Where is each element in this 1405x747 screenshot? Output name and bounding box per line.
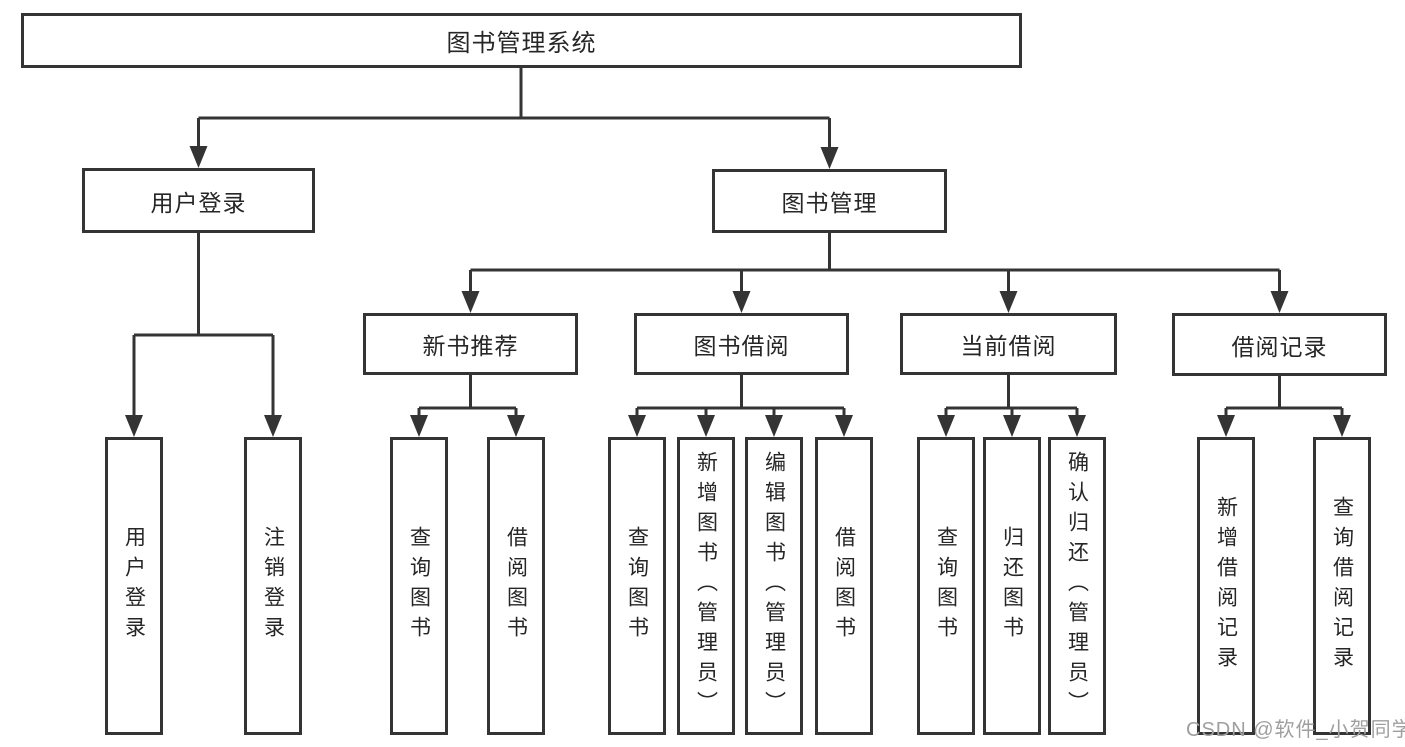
node-book-management: 图书管理 [712, 169, 947, 233]
node-leaf-add-borrow-record: 新增借阅记录 [1197, 437, 1255, 735]
node-current-borrow: 当前借阅 [900, 313, 1117, 375]
node-user-login: 用户登录 [82, 168, 315, 233]
node-leaf-query-book-1-label: 查询图书 [407, 526, 431, 646]
node-leaf-borrow-book-1: 借阅图书 [487, 437, 545, 735]
node-leaf-query-book-3: 查询图书 [917, 437, 975, 735]
node-library-system-label: 图书管理系统 [446, 30, 597, 57]
node-leaf-confirm-return-admin-label: 确认归还（管理员） [1065, 451, 1089, 721]
node-leaf-add-book-admin: 新增图书（管理员） [677, 437, 735, 735]
node-leaf-borrow-book-2-label: 借阅图书 [832, 526, 856, 646]
node-current-borrow-label: 当前借阅 [960, 333, 1057, 359]
node-leaf-add-borrow-record-label: 新增借阅记录 [1214, 496, 1238, 676]
node-leaf-query-book-2-label: 查询图书 [625, 526, 649, 646]
node-leaf-logout-label: 注销登录 [261, 526, 285, 646]
node-leaf-query-borrow-record-label: 查询借阅记录 [1330, 496, 1354, 676]
arrowhead-icons [125, 146, 1351, 437]
node-leaf-borrow-book-1-label: 借阅图书 [504, 526, 528, 646]
node-leaf-return-book: 归还图书 [983, 437, 1041, 735]
node-leaf-query-borrow-record: 查询借阅记录 [1313, 437, 1371, 735]
node-new-book-recommend: 新书推荐 [363, 313, 578, 375]
node-book-management-label: 图书管理 [781, 190, 878, 216]
node-leaf-user-login-label: 用户登录 [122, 526, 146, 646]
node-borrow-records: 借阅记录 [1172, 313, 1387, 376]
node-user-login-label: 用户登录 [150, 189, 247, 216]
node-leaf-edit-book-admin-label: 编辑图书（管理员） [762, 451, 786, 721]
node-borrow-records-label: 借阅记录 [1231, 333, 1328, 360]
connector-lines [132, 68, 1344, 421]
node-leaf-logout: 注销登录 [244, 437, 302, 735]
node-library-system: 图书管理系统 [21, 13, 1022, 68]
node-new-book-recommend-label: 新书推荐 [422, 333, 519, 359]
node-leaf-query-book-2: 查询图书 [608, 437, 666, 735]
node-leaf-confirm-return-admin: 确认归还（管理员） [1048, 437, 1106, 735]
node-leaf-user-login: 用户登录 [105, 437, 163, 735]
node-book-borrow-label: 图书借阅 [693, 333, 790, 359]
watermark: CSDN @软件_小贺同学 [1186, 719, 1405, 741]
node-leaf-add-book-admin-label: 新增图书（管理员） [694, 451, 718, 721]
node-leaf-borrow-book-2: 借阅图书 [815, 437, 873, 735]
node-leaf-query-book-3-label: 查询图书 [934, 526, 958, 646]
node-leaf-edit-book-admin: 编辑图书（管理员） [745, 437, 803, 735]
node-leaf-query-book-1: 查询图书 [390, 437, 448, 735]
node-book-borrow: 图书借阅 [634, 313, 849, 375]
node-leaf-return-book-label: 归还图书 [1000, 526, 1024, 646]
